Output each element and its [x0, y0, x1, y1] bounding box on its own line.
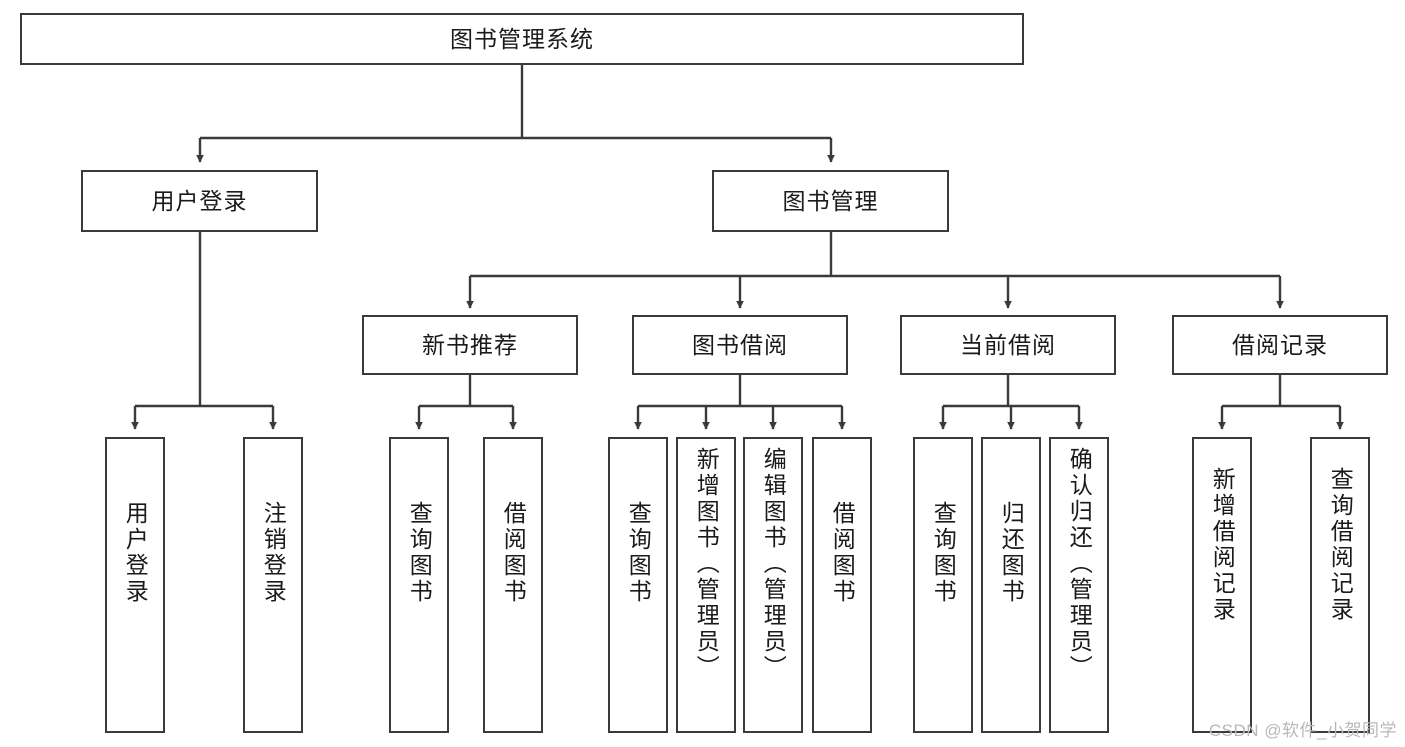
- csdn-watermark: CSDN @软件_小贺同学: [1208, 721, 1397, 740]
- node-borrow-record-label: 借阅记录: [1232, 331, 1328, 358]
- leaf-borrow-book-2-label: 借阅图书: [829, 501, 856, 605]
- node-root[interactable]: 图书管理系统: [20, 13, 1024, 65]
- leaf-logout-label: 注销登录: [260, 501, 287, 605]
- node-book-manage[interactable]: 图书管理: [712, 170, 949, 232]
- node-root-label: 图书管理系统: [450, 25, 594, 52]
- leaf-user-login-label: 用户登录: [122, 501, 149, 605]
- leaf-query-book-2[interactable]: 查询图书: [608, 437, 668, 733]
- leaf-query-book-3[interactable]: 查询图书: [913, 437, 973, 733]
- leaf-confirm-return-label: 确认归还（管理员）: [1066, 447, 1093, 681]
- leaf-add-record[interactable]: 新增借阅记录: [1192, 437, 1252, 733]
- node-new-book-recommend-label: 新书推荐: [422, 331, 518, 358]
- leaf-query-book-1-label: 查询图书: [406, 501, 433, 605]
- node-book-manage-label: 图书管理: [782, 187, 879, 214]
- leaf-borrow-book-1[interactable]: 借阅图书: [483, 437, 543, 733]
- leaf-user-login[interactable]: 用户登录: [105, 437, 165, 733]
- leaf-query-book-1[interactable]: 查询图书: [389, 437, 449, 733]
- leaf-query-book-2-label: 查询图书: [625, 501, 652, 605]
- leaf-borrow-book-1-label: 借阅图书: [500, 501, 527, 605]
- node-current-borrow-label: 当前借阅: [960, 331, 1056, 358]
- leaf-query-book-3-label: 查询图书: [930, 501, 957, 605]
- leaf-return-book[interactable]: 归还图书: [981, 437, 1041, 733]
- leaf-confirm-return[interactable]: 确认归还（管理员）: [1049, 437, 1109, 733]
- leaf-return-book-label: 归还图书: [998, 501, 1025, 605]
- leaf-query-record-label: 查询借阅记录: [1327, 467, 1354, 623]
- leaf-add-book[interactable]: 新增图书（管理员）: [676, 437, 736, 733]
- leaf-borrow-book-2[interactable]: 借阅图书: [812, 437, 872, 733]
- node-user-login[interactable]: 用户登录: [81, 170, 318, 232]
- leaf-add-book-label: 新增图书（管理员）: [693, 447, 720, 681]
- leaf-logout[interactable]: 注销登录: [243, 437, 303, 733]
- node-borrow-record[interactable]: 借阅记录: [1172, 315, 1388, 375]
- node-current-borrow[interactable]: 当前借阅: [900, 315, 1116, 375]
- leaf-edit-book-label: 编辑图书（管理员）: [760, 447, 787, 681]
- node-book-borrow-label: 图书借阅: [692, 331, 788, 358]
- node-book-borrow[interactable]: 图书借阅: [632, 315, 848, 375]
- leaf-add-record-label: 新增借阅记录: [1209, 467, 1236, 623]
- leaf-query-record[interactable]: 查询借阅记录: [1310, 437, 1370, 733]
- node-new-book-recommend[interactable]: 新书推荐: [362, 315, 578, 375]
- leaf-edit-book[interactable]: 编辑图书（管理员）: [743, 437, 803, 733]
- node-user-login-label: 用户登录: [151, 187, 248, 214]
